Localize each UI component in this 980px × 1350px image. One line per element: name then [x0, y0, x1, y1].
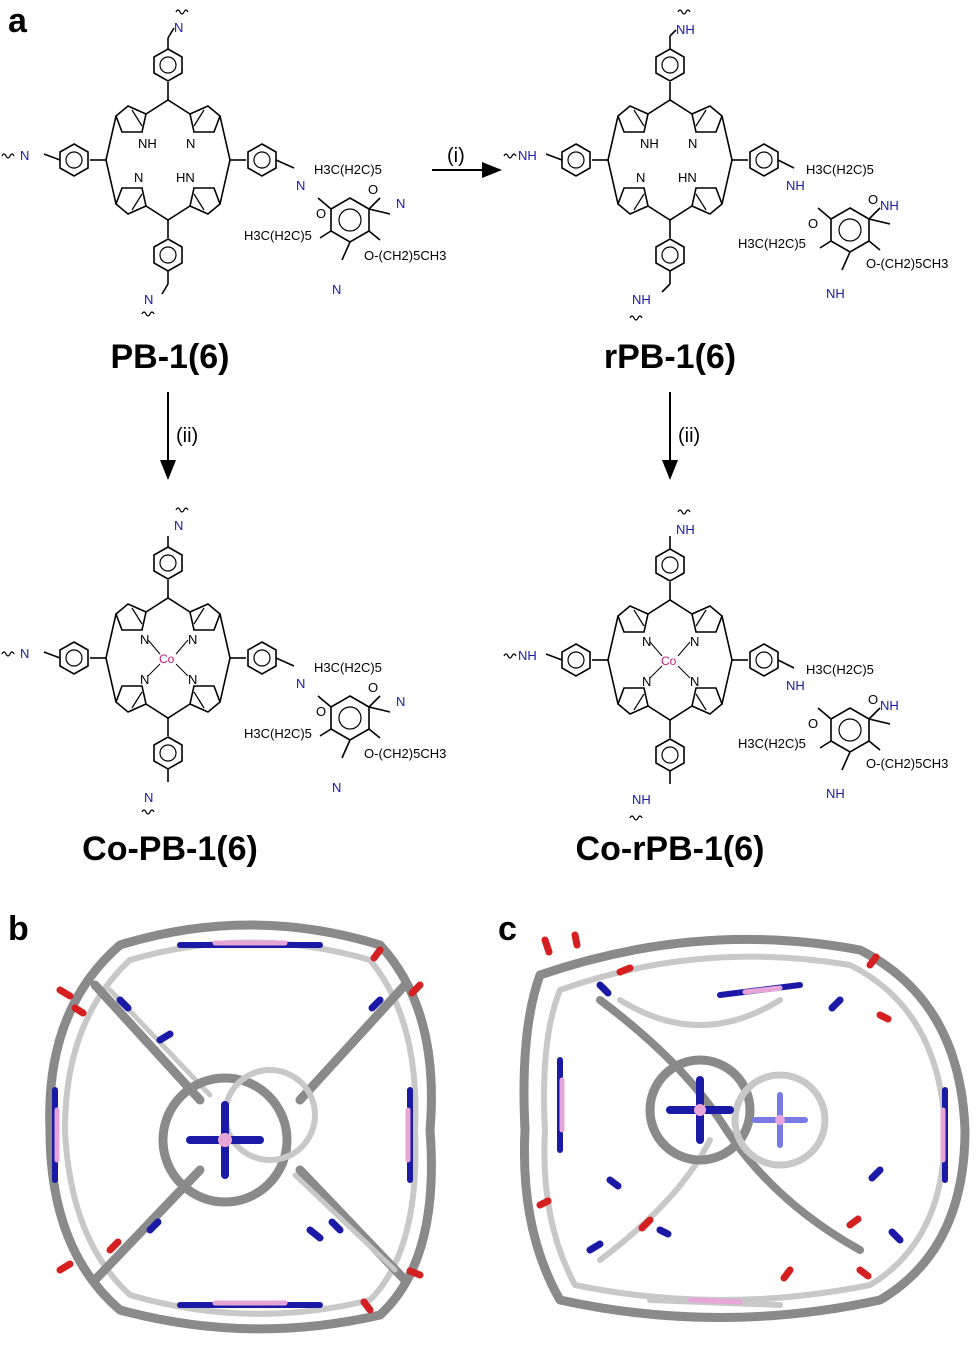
pyrrole-n-r1: N: [688, 136, 697, 151]
imine-left: N: [20, 148, 29, 163]
structure-rpb: NH NH NH NH NH N N HN H3C(H2C)5 O O H3C(…: [503, 9, 948, 321]
alkoxy-right: O-(CH2)5CH3: [364, 248, 446, 263]
condition-ii-left: (ii): [176, 425, 199, 447]
pyrrole-nh-r: NH: [640, 136, 659, 151]
alkoxy-top-r: H3C(H2C)5: [806, 162, 874, 177]
co-oxygen-r2: O: [808, 716, 818, 731]
co-amine-top: NH: [676, 522, 695, 537]
imine-bottom: N: [144, 292, 153, 307]
oxygen-2: O: [316, 206, 326, 221]
structure-corpb: NH NH NH NH N N N N Co H3C(H2C)5 O O H3C…: [503, 509, 948, 821]
co-imine-right: N: [296, 676, 305, 691]
co-imine-side-2: N: [332, 780, 341, 795]
compound-label-rpb: rPB-1(6): [603, 338, 737, 376]
imine-top: N: [174, 20, 183, 35]
condition-i: (i): [447, 145, 465, 167]
pyrrole-hn: HN: [176, 170, 195, 185]
co-oxygen-r1: O: [868, 692, 878, 707]
structure-copb: N N N N N N N N Co H3C(H2C)5 O O H3C(H2C…: [1, 507, 446, 815]
panel-label-a: a: [8, 2, 27, 40]
cor-pyrrole-n3: N: [642, 674, 651, 689]
cor-pyrrole-n4: N: [690, 674, 699, 689]
pyrrole-n-1: N: [186, 136, 195, 151]
co-oxygen-1: O: [368, 680, 378, 695]
imine-side-1: N: [396, 196, 405, 211]
amine-side-2: NH: [826, 286, 845, 301]
co-alkoxy-left-r: H3C(H2C)5: [738, 736, 806, 751]
condition-ii-right: (ii): [678, 425, 701, 447]
co-imine-left: N: [20, 646, 29, 661]
co-alkoxy-left: H3C(H2C)5: [244, 726, 312, 741]
pyrrole-n-2: N: [134, 170, 143, 185]
co-imine-top: N: [174, 518, 183, 533]
pyrrole-hn-r: HN: [678, 170, 697, 185]
alkoxy-right-r: O-(CH2)5CH3: [866, 256, 948, 271]
co-pyrrole-n2: N: [188, 632, 197, 647]
co-amine-side-1: NH: [880, 698, 899, 713]
co-oxygen-2: O: [316, 704, 326, 719]
oxygen-r2: O: [808, 216, 818, 231]
amine-right: NH: [786, 178, 805, 193]
pyrrole-nh: NH: [138, 136, 157, 151]
panel-label-c: c: [498, 910, 517, 948]
co-alkoxy-top: H3C(H2C)5: [314, 660, 382, 675]
co-alkoxy-top-r: H3C(H2C)5: [806, 662, 874, 677]
cor-pyrrole-n1: N: [642, 634, 651, 649]
co-amine-bottom: NH: [632, 792, 651, 807]
oxygen-1: O: [368, 182, 378, 197]
cobalt-atom-r: Co: [661, 654, 677, 668]
oxygen-r1: O: [868, 192, 878, 207]
compound-label-pb: PB-1(6): [110, 338, 230, 376]
imine-right: N: [296, 178, 305, 193]
amine-top: NH: [676, 22, 695, 37]
compound-label-copb: Co-PB-1(6): [82, 830, 258, 868]
amine-side-1: NH: [880, 198, 899, 213]
co-imine-side-1: N: [396, 694, 405, 709]
structure-pb: N N N N NH N N HN H3C(H2C)5 O O H3C(H2C)…: [1, 9, 446, 317]
alkoxy-left: H3C(H2C)5: [244, 228, 312, 243]
co-amine-side-2: NH: [826, 786, 845, 801]
co-amine-right: NH: [786, 678, 805, 693]
imine-side-2: N: [332, 282, 341, 297]
cor-pyrrole-n2: N: [690, 634, 699, 649]
amine-left: NH: [518, 148, 537, 163]
panel-label-b: b: [8, 910, 29, 948]
co-pyrrole-n3: N: [140, 672, 149, 687]
crystal-structure-b: [45, 920, 436, 1334]
alkoxy-left-r: H3C(H2C)5: [738, 236, 806, 251]
co-pyrrole-n4: N: [188, 672, 197, 687]
compound-label-corpb: Co-rPB-1(6): [575, 830, 765, 868]
co-amine-left: NH: [518, 648, 537, 663]
amine-bottom: NH: [632, 292, 651, 307]
co-pyrrole-n1: N: [140, 632, 149, 647]
co-alkoxy-right: O-(CH2)5CH3: [364, 746, 446, 761]
alkoxy-top: H3C(H2C)5: [314, 162, 382, 177]
co-imine-bottom: N: [144, 790, 153, 805]
cobalt-atom: Co: [159, 652, 175, 666]
pyrrole-n-r2: N: [636, 170, 645, 185]
co-alkoxy-right-r: O-(CH2)5CH3: [866, 756, 948, 771]
crystal-structure-c: [519, 931, 970, 1322]
